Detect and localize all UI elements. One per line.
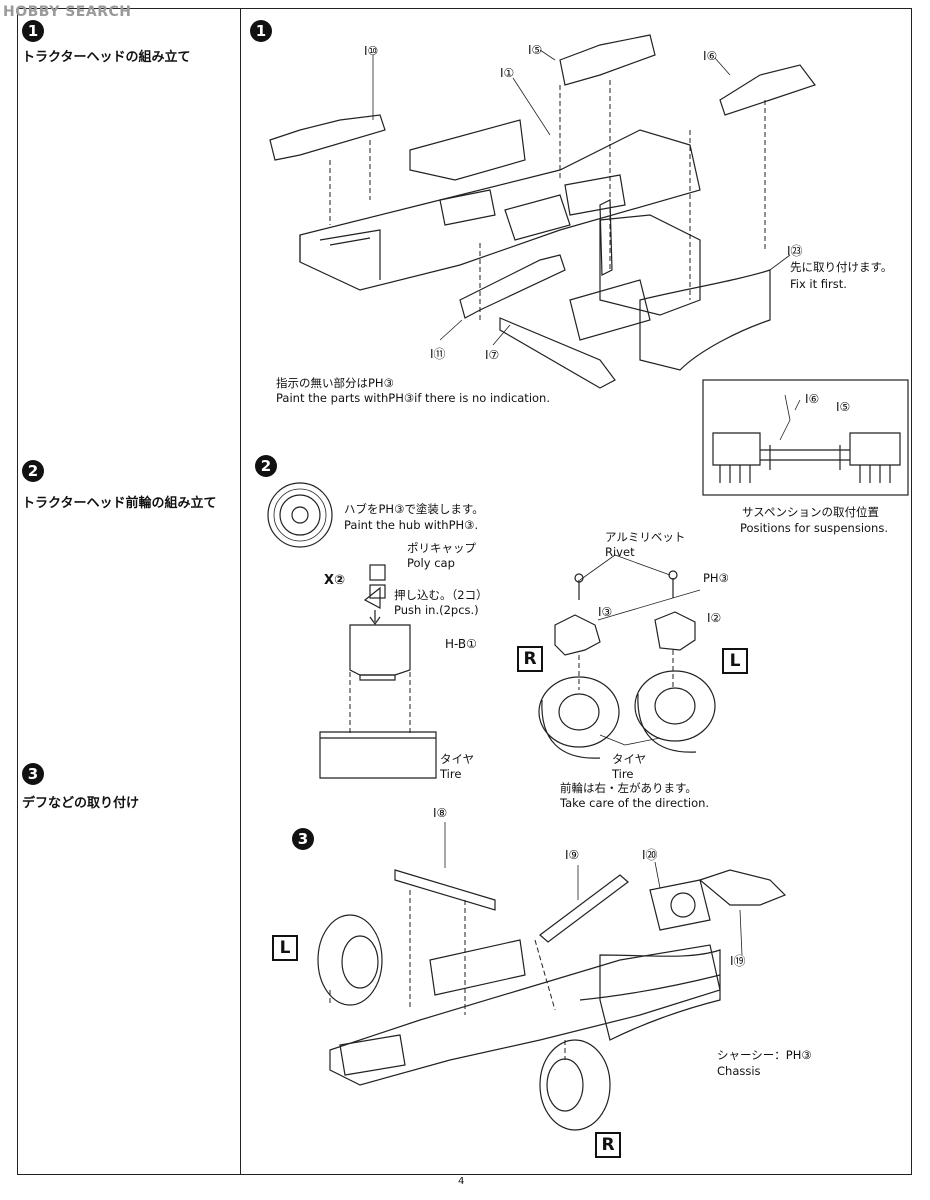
part-label: I⑦ — [485, 348, 500, 362]
step3-chassis-drawing — [317, 822, 787, 1131]
page-number: 4 — [458, 1176, 465, 1187]
step-1-diagram-number: 1 — [250, 20, 272, 42]
polycap-en: Poly cap — [407, 556, 455, 570]
right-side-mark: R — [595, 1132, 621, 1158]
fix-first-jp: 先に取り付けます。 — [790, 260, 893, 274]
part-label: I⑲ — [730, 954, 746, 968]
part-label: I⑪ — [430, 347, 446, 361]
step-2-diagram-number: 2 — [255, 455, 277, 477]
right-side-mark: R — [517, 646, 543, 672]
column-divider — [240, 8, 242, 1175]
paint-note-en: Paint the parts withPH③if there is no in… — [276, 391, 550, 405]
left-side-mark: L — [272, 935, 298, 961]
chassis-en: Chassis — [717, 1064, 761, 1078]
part-label: I② — [707, 611, 722, 625]
step-2-number: 2 — [22, 460, 44, 482]
step1-chassis-drawing — [269, 34, 816, 389]
rivet-jp: アルミリベット — [605, 530, 686, 544]
part-label: I㉓ — [787, 244, 803, 258]
part-label: I⑩ — [364, 44, 379, 58]
part-label: I⑨ — [565, 848, 580, 862]
part-label: I⑥ — [703, 49, 718, 63]
part-label: H-B① — [445, 637, 477, 651]
push-in-jp: 押し込む。（2コ） — [394, 588, 488, 602]
step-1-number: 1 — [22, 20, 44, 42]
paint-code: PH③ — [703, 571, 729, 585]
watermark: HOBBY SEARCH — [3, 4, 132, 20]
chassis-jp: シャーシー：PH③ — [717, 1048, 812, 1062]
wheel-assembly-drawing — [538, 554, 716, 759]
step-2-title: トラクターヘッド前輪の組み立て — [22, 496, 217, 511]
tire-en: Tire — [440, 767, 462, 781]
inset-caption-jp: サスペンションの取付位置 — [742, 505, 879, 519]
polycap-jp: ポリキャップ — [407, 541, 476, 555]
inset-part-label: I⑥ — [805, 392, 820, 406]
tire2-en: Tire — [612, 767, 634, 781]
part-label: I③ — [598, 605, 613, 619]
tire-jp: タイヤ — [440, 752, 475, 766]
paint-note-jp: 指示の無い部分はPH③ — [276, 376, 394, 390]
tire2-jp: タイヤ — [612, 752, 647, 766]
quantity-mark: X② — [324, 573, 346, 588]
fix-first-en: Fix it first. — [790, 277, 847, 291]
part-label: I⑧ — [433, 806, 448, 820]
step-3-number: 3 — [22, 763, 44, 785]
push-in-en: Push in.(2pcs.) — [394, 603, 479, 617]
direction-note-en: Take care of the direction. — [560, 796, 710, 810]
page-frame — [17, 8, 912, 1175]
hub-note-en: Paint the hub withPH③. — [344, 518, 479, 532]
hub-note-jp: ハブをPH③で塗装します。 — [344, 502, 484, 516]
suspension-inset-drawing — [702, 379, 909, 496]
left-side-mark: L — [722, 648, 748, 674]
part-label: I⑳ — [642, 848, 658, 862]
inset-caption-en: Positions for suspensions. — [740, 521, 888, 535]
part-label: I① — [500, 66, 515, 80]
step-3-diagram-number: 3 — [292, 828, 314, 850]
step-3-title: デフなどの取り付け — [22, 796, 140, 811]
polycap-tire-drawing — [319, 564, 437, 779]
inset-part-label: I⑤ — [836, 400, 851, 414]
direction-note-jp: 前輪は右・左があります。 — [560, 781, 697, 795]
step-1-title: トラクターヘッドの組み立て — [22, 50, 191, 65]
rivet-en: Rivet — [605, 545, 635, 559]
hub-drawing — [267, 482, 333, 548]
part-label: I⑤ — [528, 43, 543, 57]
